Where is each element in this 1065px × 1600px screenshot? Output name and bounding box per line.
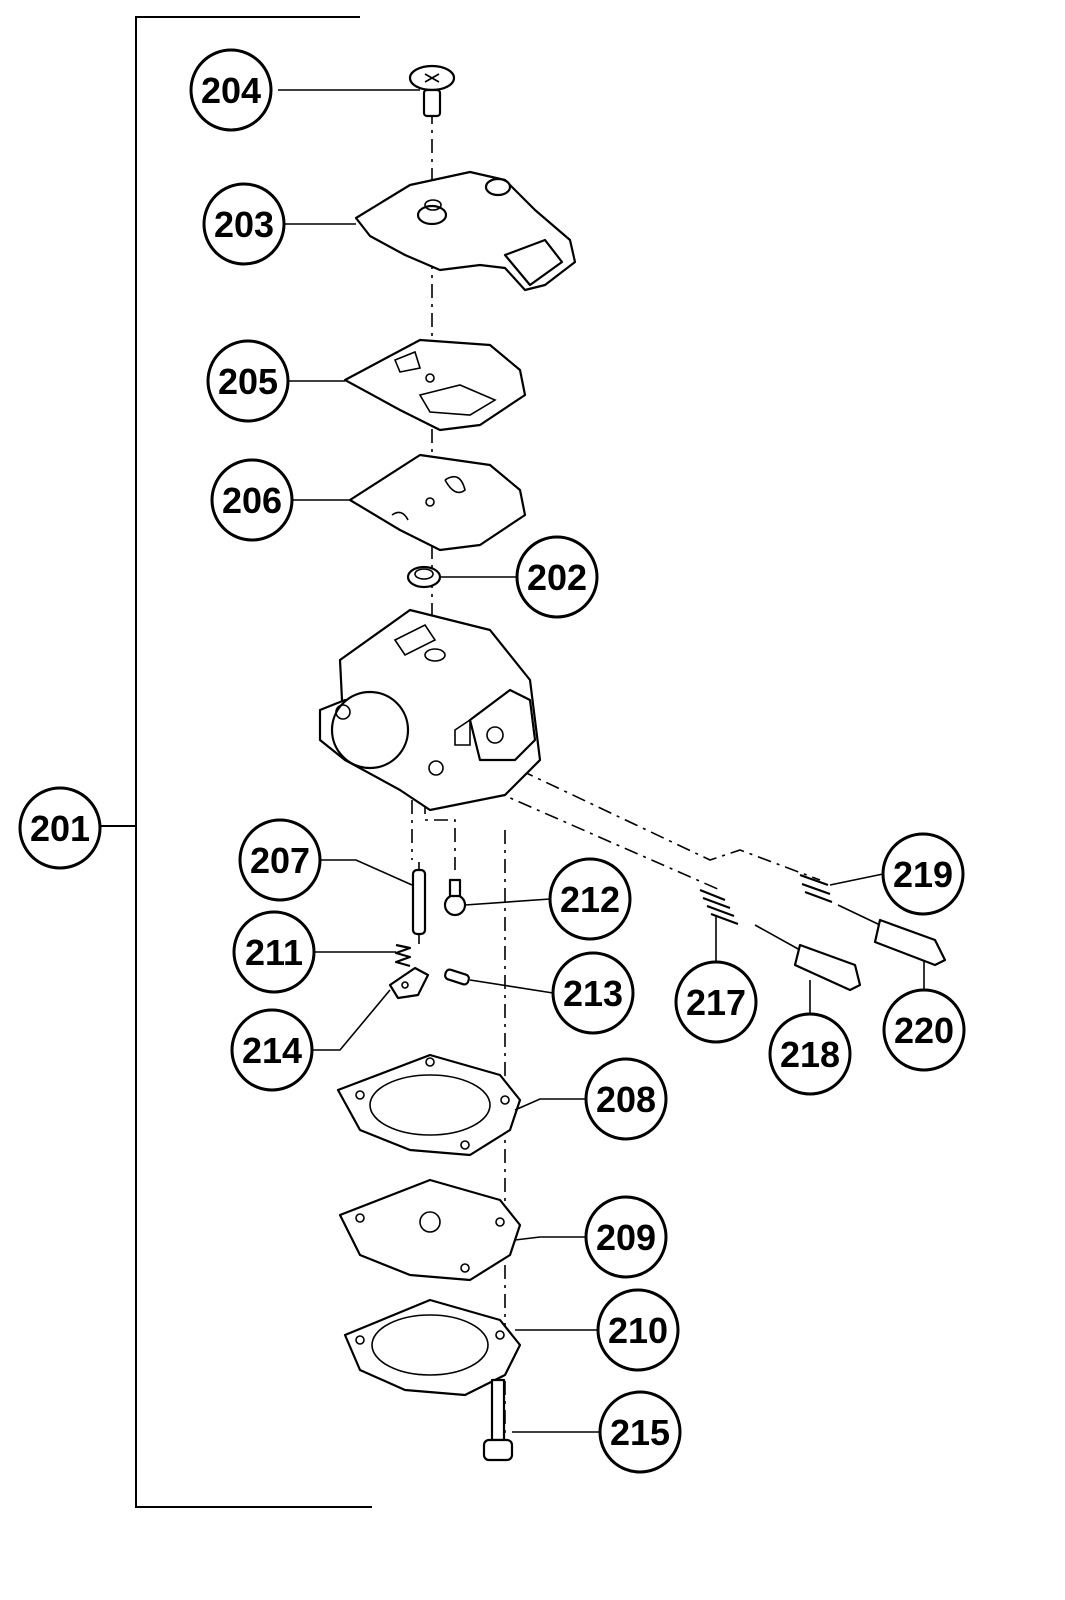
callout-211: 211	[232, 910, 316, 994]
part-needle-220	[837, 904, 947, 967]
callout-label-201: 201	[30, 808, 90, 849]
callout-label-208: 208	[596, 1079, 656, 1120]
part-spring-219	[799, 873, 833, 904]
callout-217: 217	[674, 960, 758, 1044]
part-cover-203	[354, 170, 577, 292]
callout-220: 220	[882, 988, 966, 1072]
part-diaphragm-206	[348, 453, 527, 552]
callout-label-209: 209	[596, 1217, 656, 1258]
callout-label-213: 213	[563, 973, 623, 1014]
part-screen-202	[406, 565, 442, 589]
part-needle-207	[411, 862, 427, 944]
part-screw-215	[482, 1378, 514, 1462]
callout-label-214: 214	[242, 1030, 302, 1071]
callout-205: 205	[206, 339, 290, 423]
leader-lines	[278, 89, 925, 1433]
part-gasket-205	[343, 338, 527, 432]
part-spring-217	[699, 888, 739, 926]
part-diaphragm-209	[338, 1178, 522, 1282]
callout-204: 204	[189, 48, 273, 132]
callout-label-211: 211	[245, 932, 303, 973]
callout-210: 210	[596, 1288, 680, 1372]
callout-label-207: 207	[250, 840, 310, 881]
carburetor-body	[318, 608, 542, 812]
callout-label-217: 217	[686, 982, 746, 1023]
part-cover-210	[343, 1298, 522, 1397]
callout-209: 209	[584, 1195, 668, 1279]
callout-207: 207	[238, 818, 322, 902]
callout-label-212: 212	[560, 879, 620, 920]
callout-213: 213	[551, 951, 635, 1035]
part-screw-212	[443, 878, 467, 917]
callout-label-203: 203	[214, 204, 274, 245]
callout-208: 208	[584, 1057, 668, 1141]
callout-label-206: 206	[222, 480, 282, 521]
callout-214: 214	[230, 1008, 314, 1092]
callout-218: 218	[768, 1012, 852, 1096]
callout-label-215: 215	[610, 1412, 670, 1453]
callout-label-220: 220	[894, 1010, 954, 1051]
callout-219: 219	[881, 832, 965, 916]
part-needle-218	[754, 924, 862, 992]
callout-label-202: 202	[527, 557, 587, 598]
callout-201: 201	[18, 786, 102, 870]
part-gasket-208	[336, 1053, 522, 1157]
callout-206: 206	[210, 458, 294, 542]
callout-label-205: 205	[218, 361, 278, 402]
assembly-bracket	[100, 16, 372, 1508]
callout-label-204: 204	[201, 70, 261, 111]
callout-203: 203	[202, 182, 286, 266]
callout-label-219: 219	[893, 854, 953, 895]
callout-202: 202	[515, 535, 599, 619]
part-spring-211	[394, 943, 412, 968]
part-screw-204	[408, 64, 456, 118]
part-lever-214	[388, 966, 430, 1000]
callout-label-218: 218	[780, 1034, 840, 1075]
callout-label-210: 210	[608, 1310, 668, 1351]
part-pin-213	[443, 968, 471, 986]
callout-215: 215	[598, 1390, 682, 1474]
callout-212: 212	[548, 857, 632, 941]
